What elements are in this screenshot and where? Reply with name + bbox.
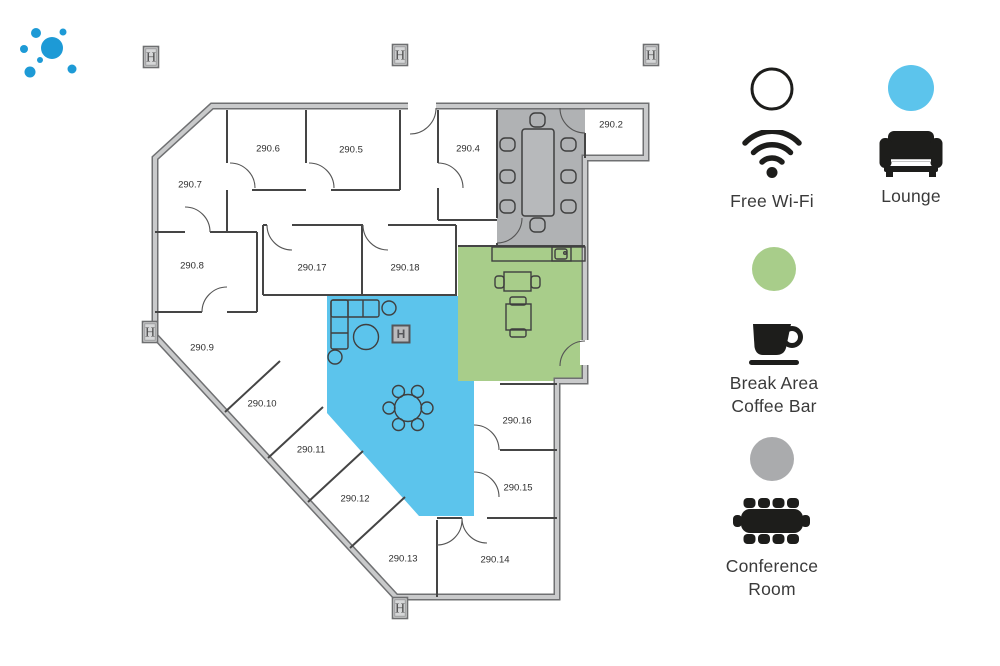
free-wifi-circle [750,67,794,111]
room-label-290.5: 290.5 [339,145,363,156]
logo-dot [41,37,63,59]
room-label-290.8: 290.8 [180,261,204,272]
break-area-circle [752,247,796,291]
network-dots-logo [20,28,77,78]
lounge-swatch [888,65,934,111]
svg-text:H: H [395,602,405,617]
sink [551,246,572,262]
h-marker: H [142,45,160,69]
break-area-zone [458,246,585,381]
lounge-furniture [327,299,434,432]
conference-circle [750,437,794,481]
legend-label: Break Area [729,373,819,393]
room-label-290.15: 290.15 [503,483,532,494]
legend-item-break-area: Break Area Coffee Bar [689,246,859,418]
room-label-290.13: 290.13 [388,554,417,565]
couch-icon [879,131,943,177]
room-label-290.2: 290.2 [599,120,623,131]
side-table [381,300,397,316]
break-area-swatch [752,247,796,291]
coffee-cup-icon [749,324,803,365]
legend-label: Conference [725,556,819,576]
logo-dot [20,45,28,53]
door-arcs [184,107,586,546]
legend-label: Room [748,579,796,599]
round-dining-table [382,384,434,432]
lounge-circle [888,65,934,111]
logo-dot [31,28,41,38]
conference-swatch [750,437,794,481]
h-marker: H [642,43,660,67]
stool [327,349,343,365]
room-label-290.6: 290.6 [256,144,280,155]
logo-dot [67,64,77,74]
logo-dot [59,28,67,36]
room-label-290.9: 290.9 [190,343,214,354]
h-markers: H H H H H H [141,43,660,620]
sofa [330,299,380,350]
logo-dot [37,57,43,63]
free-wifi-swatch [750,67,794,111]
logo-dot [24,66,36,78]
conference-table-icon [733,498,810,544]
svg-text:H: H [646,49,656,64]
room-label-290.11: 290.11 [297,445,325,456]
room-label-290.7: 290.7 [178,180,202,191]
ottoman [352,323,380,351]
legend-label: Coffee Bar [731,396,817,416]
legend-label: Free Wi-Fi [730,191,814,211]
wifi-icon [742,130,802,178]
room-labels: 290.2 290.4 290.5 290.6 290.7 290.8 290.9 290.1… [178,120,623,566]
desk [505,296,532,338]
svg-text:H: H [395,49,405,64]
legend-label: Lounge [881,186,941,206]
legend-item-lounge: Lounge [826,65,996,208]
break-area-furniture [491,246,586,338]
legend-item-conference-room: Conference Room [687,436,857,601]
room-label-290.18: 290.18 [390,263,419,274]
h-marker: H [141,320,159,344]
h-marker: H [391,43,409,67]
outer-walls [151,102,650,601]
room-label-290.12: 290.12 [340,494,369,505]
legend-item-free-wifi: Free Wi-Fi [687,66,857,213]
wall-opening [580,340,590,365]
room-label-290.10: 290.10 [247,399,276,410]
conference-table [499,112,577,233]
interior-walls [155,110,586,597]
h-marker: H [391,596,409,620]
room-label-290.17: 290.17 [297,263,326,274]
h-marker: H [391,324,411,344]
lounge-zone [327,296,474,516]
svg-text:H: H [145,326,155,341]
svg-text:H: H [397,327,406,341]
room-label-290.16: 290.16 [502,416,531,427]
cafe-table [494,271,541,292]
room-label-290.14: 290.14 [480,555,509,566]
room-label-290.4: 290.4 [456,144,480,155]
svg-text:H: H [146,51,156,66]
